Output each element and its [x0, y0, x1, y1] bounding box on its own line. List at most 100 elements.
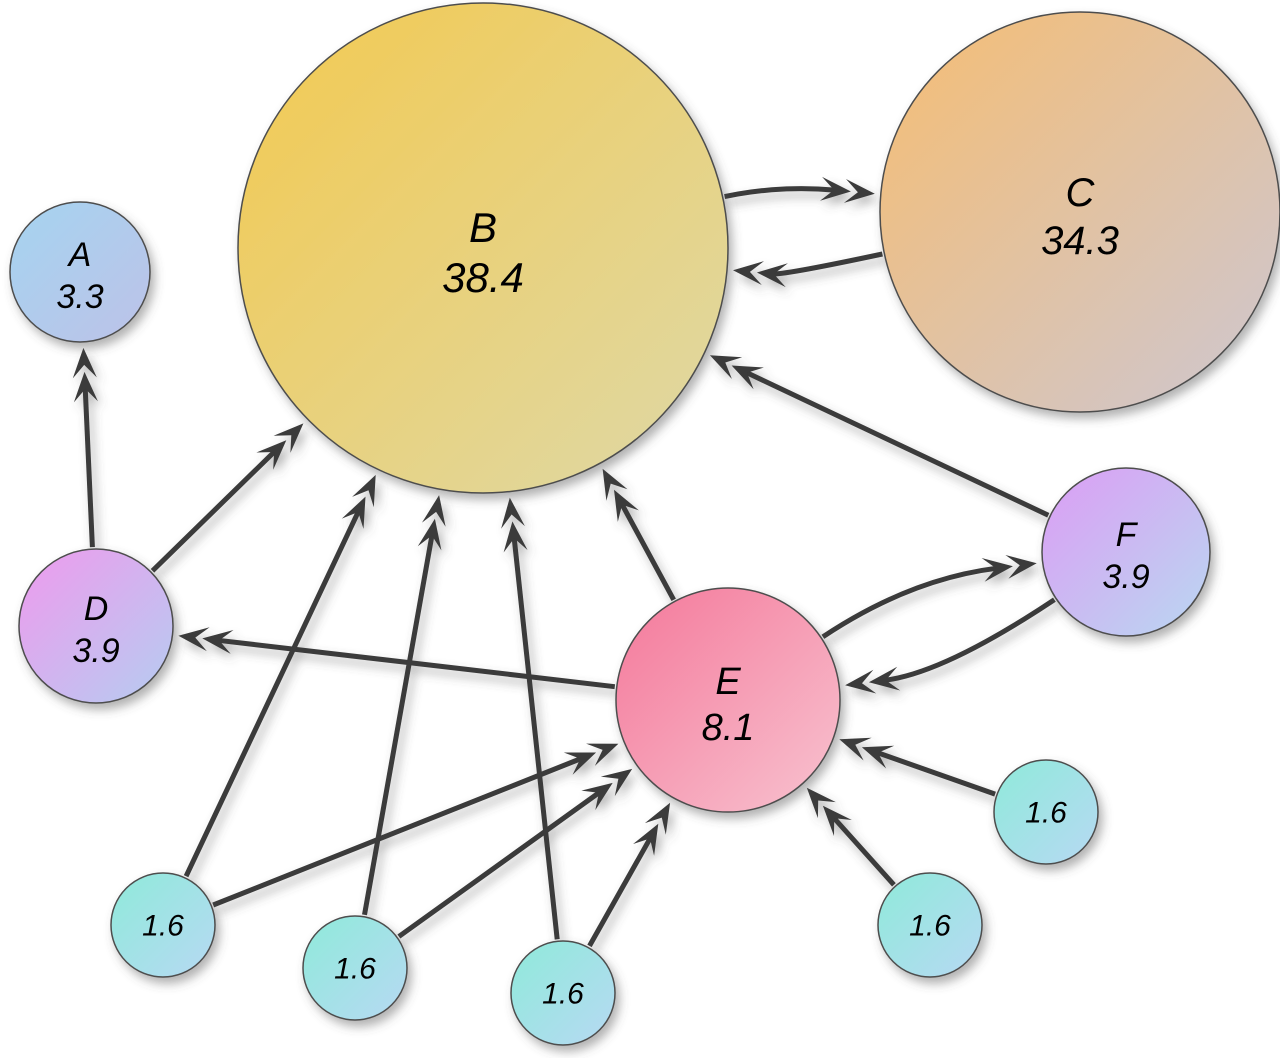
node-circle: [237, 2, 729, 494]
arrowhead-chevron-icon: [352, 474, 376, 508]
edge-line: [772, 251, 883, 277]
arrowhead-chevron-icon: [861, 745, 895, 769]
arrowhead-chevron-icon: [1005, 555, 1037, 579]
edge-line: [183, 510, 361, 878]
edge-E-to-B: [602, 468, 676, 601]
node-value: 1.6: [334, 953, 376, 986]
arrowhead-chevron-icon: [756, 263, 788, 288]
edge-line: [724, 186, 836, 200]
edge-line: [362, 534, 435, 916]
edge-line: [397, 790, 602, 939]
node-G5: 1.6: [993, 759, 1099, 865]
edge-G2-to-B: [362, 495, 446, 916]
edge-B-to-C: [724, 176, 875, 203]
node-label: F: [1116, 516, 1139, 554]
arrowhead-chevron-icon: [501, 497, 525, 529]
edge-G4-to-E: [806, 787, 896, 887]
arrowhead-chevron-icon: [709, 355, 743, 379]
node-circle: [18, 548, 174, 704]
node-E: E8.1: [615, 587, 841, 813]
edge-line: [821, 565, 998, 639]
edge-F-to-B: [709, 355, 1050, 518]
edge-E-to-D: [178, 627, 616, 690]
node-G2: 1.6: [302, 915, 408, 1021]
arrowhead-chevron-icon: [614, 489, 639, 522]
arrowhead-chevron-icon: [600, 768, 633, 797]
arrowhead-chevron-icon: [733, 261, 764, 285]
node-F: F 3.9: [1041, 467, 1211, 637]
edge-D-to-B: [150, 423, 304, 573]
node-C: C34.3: [879, 11, 1280, 413]
arrowhead-chevron-icon: [178, 627, 210, 652]
arrowhead-chevron-icon: [731, 365, 764, 390]
node-circle: [9, 201, 151, 343]
node-circle: [510, 940, 616, 1046]
arrowhead-chevron-icon: [581, 782, 613, 811]
node-value: 38.4: [442, 254, 524, 301]
edge-G3-to-B: [501, 497, 560, 940]
edge-G1-to-E: [212, 743, 619, 908]
edge-line: [217, 637, 616, 690]
node-circle: [1041, 467, 1211, 637]
node-layer: A3.3B38.4C34.3D3.9E8.1F3.91.61.61.61.61.…: [9, 2, 1280, 1046]
arrowhead-chevron-icon: [73, 371, 98, 403]
node-circle: [877, 872, 983, 978]
arrowhead-chevron-icon: [202, 630, 234, 654]
node-label: D: [84, 590, 109, 628]
edge-line: [587, 836, 653, 948]
node-G4: 1.6: [877, 872, 983, 978]
node-label: C: [1066, 171, 1096, 215]
edge-line: [511, 537, 560, 940]
arrowhead-chevron-icon: [586, 743, 619, 766]
edge-C-to-B: [733, 251, 883, 288]
arrowhead-chevron-icon: [868, 666, 901, 691]
node-value: 8.1: [702, 707, 755, 749]
node-G1: 1.6: [110, 872, 216, 978]
node-circle: [302, 915, 408, 1021]
edge-D-to-A: [72, 347, 98, 548]
edge-layer: [72, 176, 1056, 948]
node-D: D 3.9: [18, 548, 174, 704]
edge-G3-to-E: [587, 802, 671, 948]
arrowhead-chevron-icon: [341, 496, 366, 529]
arrowhead-chevron-icon: [843, 179, 875, 203]
arrowhead-chevron-icon: [503, 521, 528, 553]
node-value: 3.3: [56, 278, 103, 316]
node-value: 3.9: [1102, 558, 1149, 596]
edge-G2-to-E: [397, 768, 633, 939]
arrowhead-chevron-icon: [845, 669, 877, 694]
arrowhead-chevron-icon: [72, 347, 97, 379]
node-value: 34.3: [1041, 219, 1119, 263]
node-circle: [110, 872, 216, 978]
edge-line: [212, 756, 583, 908]
arrowhead-chevron-icon: [256, 440, 287, 470]
edge-line: [830, 814, 896, 887]
arrowhead-chevron-icon: [820, 176, 851, 201]
node-label: B: [469, 204, 497, 251]
edge-line: [745, 370, 1050, 518]
node-B: B38.4: [237, 2, 729, 494]
arrowhead-chevron-icon: [273, 423, 304, 453]
edge-E-to-F: [821, 555, 1037, 639]
node-circle: [879, 11, 1280, 413]
arrowhead-chevron-icon: [839, 737, 872, 761]
node-circle: [615, 587, 841, 813]
node-value: 1.6: [542, 978, 584, 1011]
arrowhead-chevron-icon: [417, 518, 442, 551]
node-label: A: [67, 236, 92, 274]
arrowhead-chevron-icon: [633, 823, 659, 856]
edge-line: [876, 750, 996, 797]
edge-line: [616, 495, 676, 601]
arrowhead-chevron-icon: [563, 752, 597, 775]
node-value: 3.9: [72, 632, 119, 670]
edge-line: [150, 447, 279, 573]
node-label: E: [715, 661, 741, 703]
arrowhead-chevron-icon: [806, 787, 836, 819]
node-value: 1.6: [142, 910, 184, 943]
edge-G5-to-E: [839, 737, 996, 797]
arrowhead-chevron-icon: [602, 468, 628, 501]
edge-line: [884, 597, 1056, 683]
arrowhead-chevron-icon: [422, 495, 446, 527]
